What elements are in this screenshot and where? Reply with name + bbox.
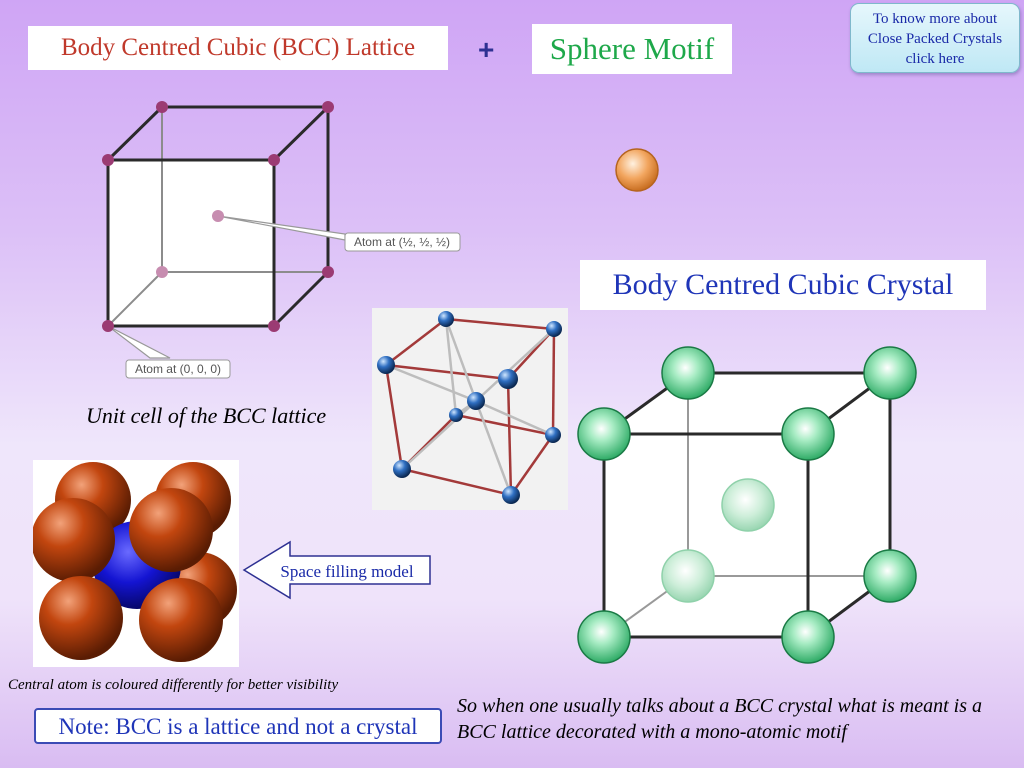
sphere-motif-title: Sphere Motif — [532, 24, 732, 74]
callout-origin-text: Atom at (0, 0, 0) — [135, 362, 221, 376]
crystal-front-face — [604, 434, 808, 637]
lattice-visible-edges — [106, 105, 330, 328]
space-filling-atoms — [33, 462, 237, 662]
unit-cell-caption: Unit cell of the BCC lattice — [86, 403, 327, 428]
lattice-hidden-edges — [107, 107, 328, 327]
space-filling-model — [33, 462, 237, 662]
link-line-2: Close Packed Crystals — [867, 31, 1003, 47]
space-filling-arrow: Space filling model — [242, 540, 431, 600]
ball-stick-model — [377, 311, 562, 504]
callout-center-text: Atom at (½, ½, ½) — [354, 235, 450, 249]
callout-center-atom: Atom at (½, ½, ½) — [344, 232, 461, 252]
close-packed-crystals-link-button[interactable]: To know more about Close Packed Crystals… — [850, 3, 1020, 73]
motif-sphere — [615, 148, 659, 192]
space-filling-label: Space filling model — [280, 562, 413, 581]
ball-stick-atoms — [377, 311, 562, 504]
bcc-lattice-title: Body Centred Cubic (BCC) Lattice — [28, 26, 448, 70]
bcc-crystal-title: Body Centred Cubic Crystal — [580, 260, 986, 310]
central-atom-note: Central atom is coloured differently for… — [8, 677, 339, 693]
crystal-center-atom — [721, 478, 775, 532]
crystal-visible-edges — [602, 371, 892, 639]
callout-origin-atom: Atom at (0, 0, 0) — [125, 359, 231, 379]
crystal-atoms — [577, 346, 917, 664]
note-box: Note: BCC is a lattice and not a crystal — [34, 708, 442, 744]
lattice-points — [102, 101, 334, 332]
sphere-motif-illustration — [615, 148, 659, 192]
plus-sign: + — [478, 34, 495, 65]
link-line-3: click here — [905, 51, 965, 67]
explanation-text: So when one usually talks about a BCC cr… — [457, 695, 982, 743]
link-line-1: To know more about — [872, 11, 998, 27]
